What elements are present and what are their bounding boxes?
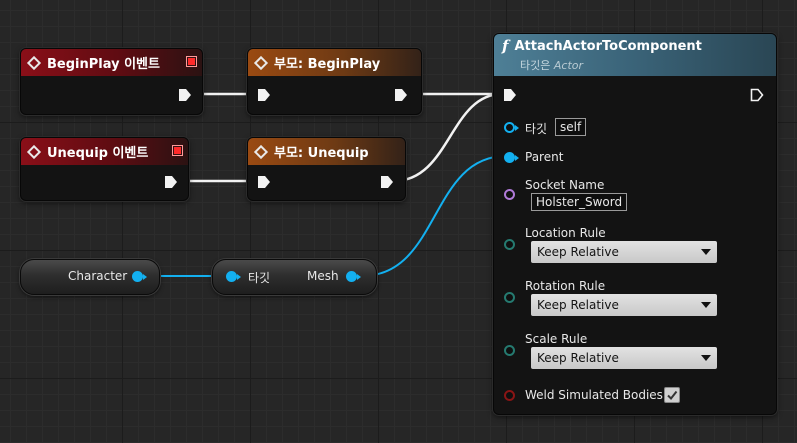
chevron-down-icon (701, 355, 711, 361)
rotation-rule-value: Keep Relative (537, 298, 619, 312)
character-label: Character (68, 269, 128, 283)
node-header: Unequip 이벤트 (21, 138, 188, 165)
scale-rule-value: Keep Relative (537, 351, 619, 365)
location-rule-label: Location Rule (525, 226, 606, 240)
chevron-down-icon (701, 249, 711, 255)
event-diamond-icon (253, 55, 269, 70)
target-label: 타깃 (525, 122, 548, 136)
parent-label: Parent (525, 150, 564, 164)
location-rule-pin[interactable] (504, 239, 515, 250)
parent-pin[interactable] (504, 152, 519, 163)
subtitle-class: Actor (553, 59, 584, 72)
function-icon: f (502, 37, 509, 55)
node-title: Unequip 이벤트 (47, 146, 149, 161)
exec-output-pin[interactable] (178, 88, 192, 102)
node-header: 부모: Unequip (248, 138, 405, 165)
exec-input-pin[interactable] (503, 88, 517, 102)
node-title: 부모: Unequip (274, 146, 369, 161)
chevron-down-icon (701, 302, 711, 308)
event-diamond-icon (26, 55, 42, 70)
checkmark-icon (667, 390, 678, 401)
rotation-rule-pin[interactable] (504, 292, 515, 303)
event-diamond-icon (26, 144, 42, 159)
target-label: 타깃 (248, 271, 271, 285)
exec-input-pin[interactable] (257, 88, 271, 102)
rotation-rule-dropdown[interactable]: Keep Relative (531, 294, 717, 316)
node-title: 부모: BeginPlay (274, 57, 381, 72)
attach-actor-to-component-node[interactable]: f AttachActorToComponent 타깃은 Actor 타깃 se… (493, 33, 777, 415)
mesh-label: Mesh (307, 269, 339, 283)
node-header: BeginPlay 이벤트 (21, 49, 202, 76)
node-subtitle: 타깃은 Actor (502, 57, 583, 73)
weld-simulated-bodies-checkbox[interactable] (664, 387, 680, 403)
event-diamond-icon (253, 144, 269, 159)
character-variable-node[interactable]: Character (20, 259, 160, 295)
socket-name-label: Socket Name (525, 178, 605, 192)
socket-name-input[interactable]: Holster_Sword (531, 193, 628, 211)
node-header: f AttachActorToComponent 타깃은 Actor (494, 34, 776, 76)
subtitle-prefix: 타깃은 (520, 59, 551, 72)
weld-simulated-bodies-label: Weld Simulated Bodies (525, 388, 663, 402)
parent-unequip-node[interactable]: 부모: Unequip (247, 137, 406, 201)
stop-icon (186, 56, 197, 67)
get-mesh-node[interactable]: 타깃 Mesh (212, 259, 377, 295)
node-header: 부모: BeginPlay (248, 49, 421, 76)
location-rule-dropdown[interactable]: Keep Relative (531, 241, 717, 263)
parent-beginplay-node[interactable]: 부모: BeginPlay (247, 48, 422, 115)
scale-rule-label: Scale Rule (525, 332, 588, 346)
character-output-pin[interactable] (132, 271, 147, 282)
target-pin[interactable] (504, 122, 519, 133)
socket-name-pin[interactable] (504, 189, 515, 200)
target-value[interactable]: self (555, 118, 587, 136)
exec-output-pin[interactable] (750, 88, 764, 102)
target-input-pin[interactable] (226, 271, 241, 282)
node-title: AttachActorToComponent (514, 38, 702, 54)
mesh-output-pin[interactable] (346, 271, 361, 282)
exec-output-pin[interactable] (164, 175, 178, 189)
location-rule-value: Keep Relative (537, 245, 619, 259)
weld-simulated-bodies-pin[interactable] (504, 390, 515, 401)
exec-output-pin[interactable] (394, 88, 408, 102)
exec-input-pin[interactable] (257, 175, 271, 189)
scale-rule-dropdown[interactable]: Keep Relative (531, 347, 717, 369)
scale-rule-pin[interactable] (504, 345, 515, 356)
stop-icon (172, 145, 183, 156)
rotation-rule-label: Rotation Rule (525, 279, 606, 293)
unequip-event-node[interactable]: Unequip 이벤트 (20, 137, 189, 201)
beginplay-event-node[interactable]: BeginPlay 이벤트 (20, 48, 203, 115)
exec-output-pin[interactable] (380, 175, 394, 189)
node-title: BeginPlay 이벤트 (47, 57, 160, 72)
